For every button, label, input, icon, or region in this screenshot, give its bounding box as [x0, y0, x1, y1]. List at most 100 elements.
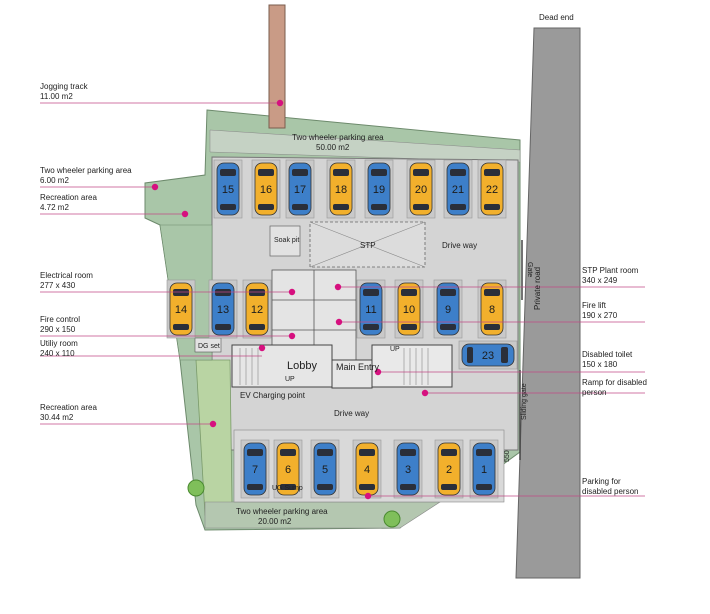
callout-value: 4.72 m2: [40, 203, 69, 212]
parking-slot-4: 4: [352, 439, 382, 499]
slot-number: 23: [482, 350, 494, 362]
slot-number: 22: [486, 184, 498, 196]
callout-value: 30.44 m2: [40, 413, 74, 422]
up-right-label: UP: [390, 346, 400, 353]
windshield: [220, 169, 236, 176]
parking-slot-20: 20: [406, 159, 436, 219]
rear-window: [317, 484, 333, 490]
parking-slot-16: 16: [251, 159, 281, 219]
private-road-label: Private road: [533, 267, 542, 310]
drive-way-bottom-label: Drive way: [334, 409, 369, 418]
lobby-room: [231, 344, 333, 388]
main-entry-room: [331, 359, 373, 389]
callout-value: 240 x 110: [40, 349, 75, 358]
private-road: [515, 27, 581, 579]
dg-set-label: DG set: [198, 343, 220, 350]
stp-label: STP: [360, 241, 376, 250]
callout-utility-room: Utiliy room 240 x 110: [40, 339, 78, 359]
rear-window: [220, 204, 236, 210]
callout-name: Parking for: [582, 477, 621, 486]
callout-name: Fire control: [40, 315, 81, 324]
rear-window: [280, 484, 296, 490]
dead-end-label: Dead end: [539, 13, 574, 22]
parking-slot-11: 11: [356, 279, 386, 339]
slot-number: 7: [252, 464, 258, 476]
callout-parking-disabled: Parking for disabled person: [582, 477, 638, 497]
rear-window: [400, 484, 416, 490]
slot-number: 21: [452, 184, 464, 196]
two-wheeler-top-value: 50.00 m2: [316, 143, 350, 152]
callout-name: Recreation area: [40, 193, 97, 202]
soak-pit-label: Soak pit: [274, 237, 299, 244]
callout-value: person: [582, 388, 607, 397]
two-wheeler-area-top: [209, 129, 521, 163]
windshield: [484, 289, 500, 296]
callout-fire-control: Fire control 290 x 150: [40, 315, 80, 335]
windshield: [292, 169, 308, 176]
windshield: [317, 449, 333, 456]
windshield: [450, 169, 466, 176]
callout-two-wheeler-area: Two wheeler parking area 6.00 m2: [40, 166, 132, 186]
parking-slot-18: 18: [326, 159, 356, 219]
parking-slot-6: 6: [273, 439, 303, 499]
gate-label: Gate: [526, 262, 533, 277]
two-wheeler-bottom-label: Two wheeler parking area: [236, 507, 328, 516]
callout-name: Jogging track: [40, 82, 88, 91]
tree-icon: [383, 510, 401, 528]
slot-number: 20: [415, 184, 427, 196]
rear-window: [333, 204, 349, 210]
callout-recreation-area-small: Recreation area 4.72 m2: [40, 193, 97, 213]
windshield: [333, 169, 349, 176]
callout-fire-lift: Fire lift 190 x 270: [582, 301, 617, 321]
slot-number: 18: [335, 184, 347, 196]
leader-lines: [40, 102, 645, 497]
callout-name: Recreation area: [40, 403, 97, 412]
windshield: [215, 289, 231, 296]
windshield: [413, 169, 429, 176]
parking-slot-9: 9: [433, 279, 463, 339]
callout-name: Two wheeler parking area: [40, 166, 132, 175]
windshield: [440, 289, 456, 296]
rear-window: [484, 324, 500, 330]
two-wheeler-bottom-value: 20.00 m2: [258, 517, 292, 526]
rear-window: [401, 324, 417, 330]
windshield: [359, 449, 375, 456]
rear-window: [215, 324, 231, 330]
stair-right: [371, 344, 453, 388]
slot-number: 13: [217, 304, 229, 316]
windshield: [363, 289, 379, 296]
callout-name: Ramp for disabled: [582, 378, 647, 387]
slot-number: 16: [260, 184, 272, 196]
parking-slot-23: 23: [458, 340, 518, 370]
parking-slot-2: 2: [434, 439, 464, 499]
parking-slot-8: 8: [477, 279, 507, 339]
jogging-track: [268, 4, 286, 129]
windshield: [249, 289, 265, 296]
sliding-gate-label: Sliding gate: [521, 383, 528, 420]
slot-number: 2: [446, 464, 452, 476]
parking-slot-13: 13: [208, 279, 238, 339]
callout-electrical-room: Electrical room 277 x 430: [40, 271, 93, 291]
slot-number: 5: [322, 464, 328, 476]
parking-slot-1: 1: [469, 439, 499, 499]
up-left-label: UP: [285, 376, 295, 383]
rear-window: [173, 324, 189, 330]
rear-window: [476, 484, 492, 490]
callout-value: 6.00 m2: [40, 176, 69, 185]
parking-slot-12: 12: [242, 279, 272, 339]
rear-window: [363, 324, 379, 330]
slot-number: 15: [222, 184, 234, 196]
drive-way-top-label: Drive way: [442, 241, 477, 250]
rear-window: [450, 204, 466, 210]
callout-stp-plant-room: STP Plant room 340 x 249: [582, 266, 638, 286]
windshield: [173, 289, 189, 296]
slot-number: 6: [285, 464, 291, 476]
parking-slot-14: 14: [166, 279, 196, 339]
windshield: [441, 449, 457, 456]
two-wheeler-top-label: Two wheeler parking area: [292, 133, 384, 142]
callout-value: disabled person: [582, 487, 639, 496]
rear-window: [359, 484, 375, 490]
windshield: [401, 289, 417, 296]
